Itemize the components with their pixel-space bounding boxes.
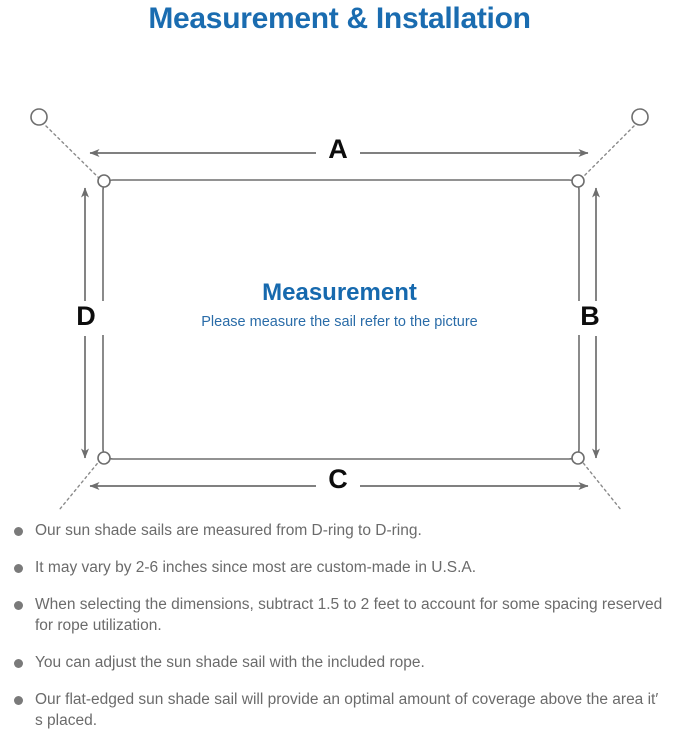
note-text: When selecting the dimensions, subtract … xyxy=(35,596,663,634)
sail-measurement-diagram: A B C D Measurement Please measure the s… xyxy=(0,40,679,510)
page-title: Measurement & Installation xyxy=(148,2,531,35)
bullet-icon xyxy=(14,527,23,536)
notes-list: Our sun shade sails are measured from D-… xyxy=(0,510,679,731)
list-item: You can adjust the sun shade sail with t… xyxy=(14,652,665,673)
bullet-icon xyxy=(14,659,23,668)
bullet-icon xyxy=(14,696,23,705)
note-text: You can adjust the sun shade sail with t… xyxy=(35,654,425,671)
bullet-icon xyxy=(14,564,23,573)
rope-lines xyxy=(45,125,635,510)
anchor-rings xyxy=(30,108,649,126)
note-text: It may vary by 2-6 inches since most are… xyxy=(35,559,477,576)
note-text: Our flat-edged sun shade sail will provi… xyxy=(35,691,659,729)
list-item: Our sun shade sails are measured from D-… xyxy=(14,520,665,541)
note-text: Our sun shade sails are measured from D-… xyxy=(35,522,422,539)
dimension-label-b: B xyxy=(572,301,608,335)
dimension-label-a: A xyxy=(316,134,360,166)
list-item: Our flat-edged sun shade sail will provi… xyxy=(14,689,665,731)
dimension-label-d: D xyxy=(68,301,104,335)
dimension-label-c: C xyxy=(316,464,360,496)
diagram-graphics xyxy=(30,108,649,510)
bullet-icon xyxy=(14,601,23,610)
sail-d-rings xyxy=(97,174,585,465)
list-item: It may vary by 2-6 inches since most are… xyxy=(14,557,665,578)
list-item: When selecting the dimensions, subtract … xyxy=(14,594,665,636)
sail-body xyxy=(102,179,580,460)
